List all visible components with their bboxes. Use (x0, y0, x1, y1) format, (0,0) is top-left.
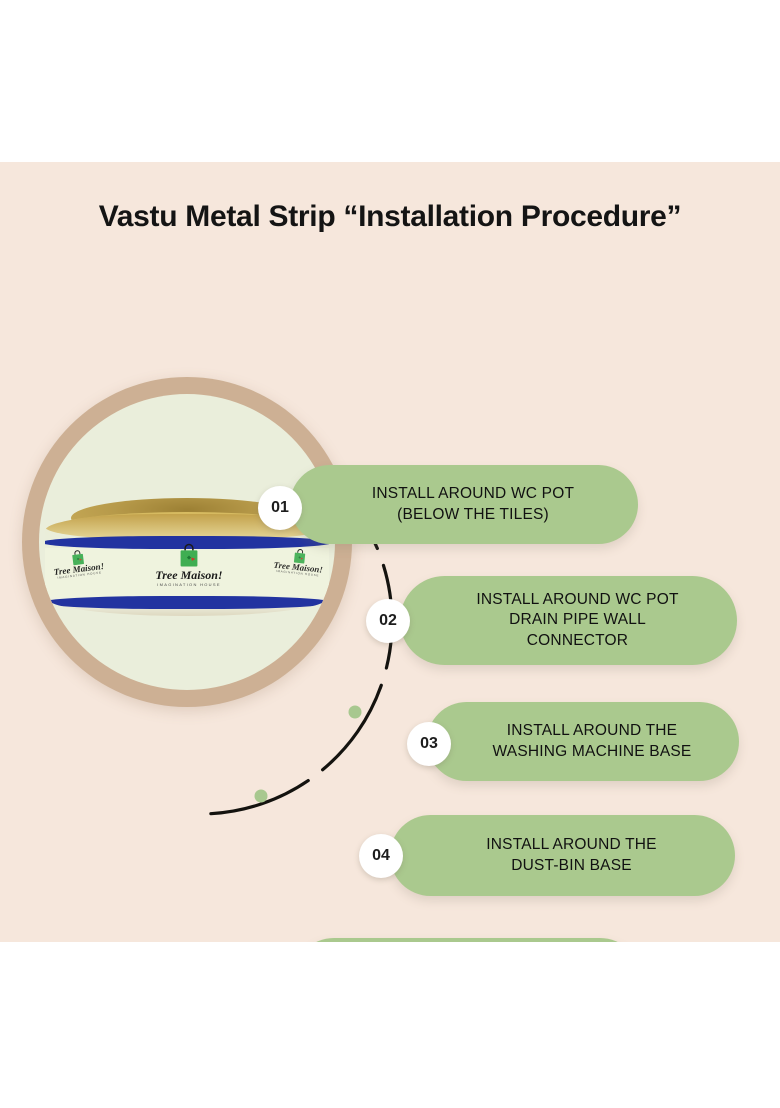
brand-name: Tree Maison! (155, 568, 223, 582)
step-number-02: 02 (366, 599, 410, 643)
brand-mark-right: Tree Maison! IMAGINATION HOUSE (271, 546, 326, 578)
step-number-03: 03 (407, 722, 451, 766)
shopping-bag-icon (71, 550, 84, 566)
step-text-01: INSTALL AROUND WC POT(BELOW THE TILES) (371, 485, 575, 523)
brand-mark-left: Tree Maison! IMAGINATION HOUSE (51, 547, 105, 581)
roll-stripe-top (45, 536, 329, 549)
roll-stripe-bottom (45, 596, 329, 609)
product-image: Tree Maison! IMAGINATION HOUSE Tree Mais… (22, 377, 352, 707)
arc-dot-5 (254, 789, 268, 803)
step-pill-05[interactable]: BELOW THE ENTRANCEDOOR DEHLEEJ (293, 938, 641, 942)
step-number-04: 04 (359, 834, 403, 878)
page-title: Vastu Metal Strip “Installation Procedur… (98, 200, 682, 233)
shopping-bag-icon (293, 548, 305, 564)
brand-subtext: IMAGINATION HOUSE (157, 582, 221, 587)
step-pill-01[interactable]: INSTALL AROUND WC POT(BELOW THE TILES) (290, 465, 638, 544)
infographic-poster: Vastu Metal Strip “Installation Procedur… (0, 162, 780, 942)
arc-dot-4 (348, 705, 362, 719)
step-number-01: 01 (258, 486, 302, 530)
product-disc: Tree Maison! IMAGINATION HOUSE Tree Mais… (39, 394, 335, 690)
brand-mark-center: Tree Maison! IMAGINATION HOUSE (141, 543, 237, 587)
shopping-bag-icon (180, 543, 198, 567)
